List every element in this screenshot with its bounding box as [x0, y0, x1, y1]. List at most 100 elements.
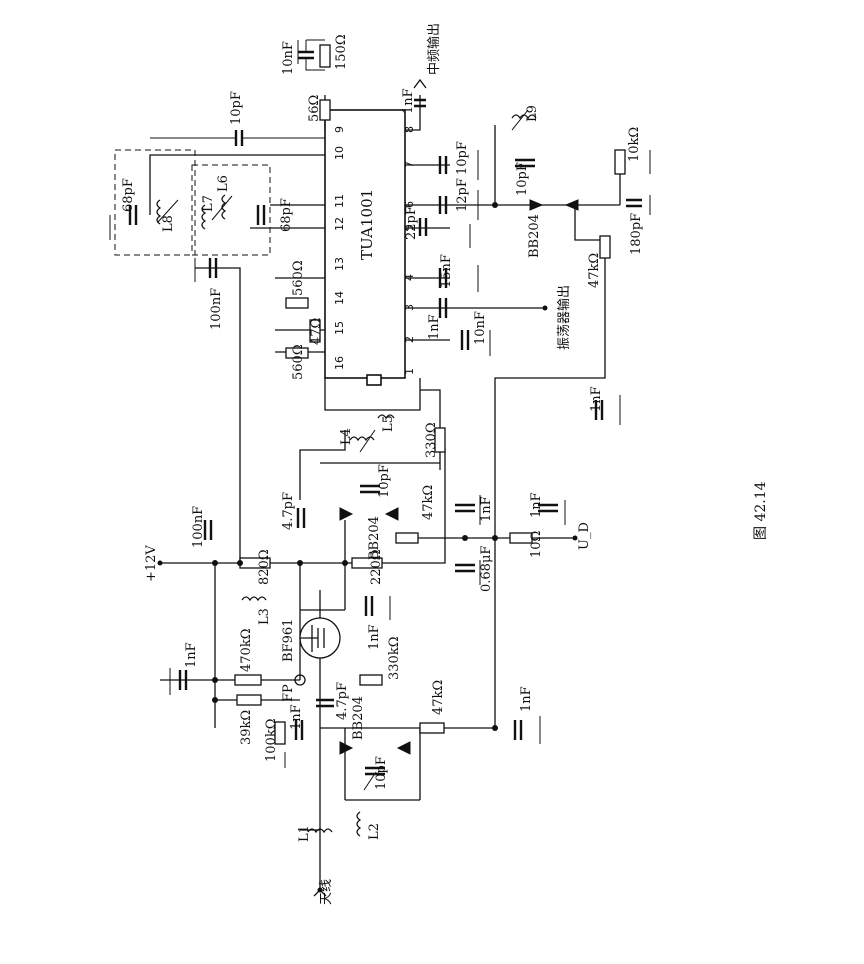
gate-node [294, 674, 306, 686]
ic-pin-1: 1 [403, 368, 416, 375]
resistor-47 [309, 319, 321, 343]
label-r100k: 100kΩ [264, 719, 279, 762]
antenna-arrow [313, 889, 327, 897]
capacitors [128, 39, 642, 776]
resistor-100k [274, 721, 286, 745]
label-l9: L9 [525, 105, 540, 122]
label-c15nF: 15nF [439, 254, 454, 288]
ic-pin-3: 3 [403, 304, 416, 311]
ic-pin-2: 2 [403, 336, 416, 343]
label-r220: 220Ω [369, 549, 384, 585]
ic-pin-8: 8 [403, 126, 416, 133]
label-bb204-mid: BB204 [367, 516, 382, 560]
label-c68pF-b: 68pF [279, 198, 294, 232]
label-c10pF-top: 10pF [229, 91, 244, 125]
label-bb204-osc: BB204 [527, 214, 542, 258]
label-r47k-mid: 47kΩ [421, 485, 436, 520]
label-l6: L6 [216, 175, 231, 192]
shield-box-right [191, 164, 271, 256]
label-r47k-osc: 47kΩ [587, 253, 602, 288]
ic-pin-9: 9 [333, 126, 346, 133]
ic-pin-11: 11 [333, 194, 346, 208]
inductor-l3 [241, 596, 267, 602]
label-c180pF: 180pF [629, 213, 644, 255]
resistor-470k [234, 674, 262, 686]
resistor-220 [351, 557, 383, 569]
resistors [234, 44, 626, 745]
label-r47k-in: 47kΩ [431, 680, 446, 715]
label-r560-b: 560Ω [291, 344, 306, 380]
label-c68pF-a: 68pF [121, 178, 136, 212]
label-c1nF-osc: 1nF [589, 386, 604, 412]
label-c1nF-if: 1nF [401, 88, 416, 114]
inductors [156, 109, 537, 837]
label-c1nF-ud: 1nF [529, 492, 544, 518]
resistor-330k [359, 674, 383, 686]
resistor-47k-in [419, 722, 445, 734]
label-c1nF-left: 1nF [184, 642, 199, 668]
label-c4-7pF-a: 4.7pF [281, 492, 296, 530]
label-c12pF: 12pF [455, 178, 470, 212]
label-c1nF-l3: 1nF [367, 624, 382, 650]
label-l8: L8 [161, 215, 176, 232]
ic-pin-5: 5 [403, 224, 416, 231]
resistor-39k [236, 694, 262, 706]
label-r56: 56Ω [307, 95, 322, 122]
label-supply: +12V [144, 545, 159, 582]
resistor-10k [614, 149, 626, 175]
resistor-150 [319, 44, 331, 68]
label-l5: L5 [381, 415, 396, 432]
label-c10nF-p2: 10nF [473, 311, 488, 345]
label-l1: L1 [297, 825, 312, 842]
label-r39k: 39kΩ [239, 710, 254, 745]
label-c1nF-fp: 1nF [289, 704, 304, 730]
label-l2: L2 [367, 823, 382, 840]
label-ud: U_D [577, 522, 592, 550]
if-output-arrow [413, 78, 427, 89]
label-r10: 10Ω [529, 531, 544, 558]
diode-mid-b [384, 507, 399, 521]
ic-pin-16: 16 [333, 356, 346, 370]
ic-name: TUA1001 [358, 189, 376, 260]
ic-pin-4: 4 [403, 274, 416, 281]
resistor-330 [434, 427, 446, 453]
resistor-10 [509, 532, 533, 544]
label-c4-7pF-b: 4.7pF [335, 682, 350, 720]
label-r10k: 10kΩ [627, 127, 642, 162]
resistor-560-a [285, 297, 309, 309]
diode-in-a [339, 741, 354, 755]
label-l4: L4 [339, 428, 354, 445]
ground-stubs [109, 40, 651, 790]
label-fp: FP [281, 684, 296, 702]
label-r47: 47Ω [309, 318, 324, 345]
resistor-560-b [285, 347, 309, 359]
ic-tua1001: TUA1001 1 2 3 4 5 6 7 8 9 10 11 12 13 14… [324, 109, 416, 386]
inductor-l7 [201, 204, 207, 230]
label-c10pF-p7: 10pF [455, 141, 470, 175]
label-r560-a: 560Ω [291, 260, 306, 296]
transistor-bf961 [299, 617, 341, 659]
inductor-l6 [221, 194, 227, 220]
diode-mid-a [339, 507, 354, 521]
ic-pin-13: 13 [333, 257, 346, 271]
diode-in-b [396, 741, 411, 755]
label-r470k: 470kΩ [239, 629, 254, 672]
label-c10pF-l9: 10pF [515, 162, 530, 196]
label-c100nF-a: 100nF [209, 288, 224, 330]
labels: 10nF 150Ω 56Ω 1nF 中频输出 10pF 10pF 12pF 22… [121, 23, 769, 905]
label-osc-output: 振荡器输出 [556, 285, 572, 350]
label-if-output: 中频输出 [426, 23, 442, 75]
label-c10pF-l2: 10pF [374, 756, 389, 790]
label-bb204-in: BB204 [351, 696, 366, 740]
label-c100nF-b: 100nF [191, 506, 206, 548]
resistor-47k-mid [395, 532, 419, 544]
label-l7: L7 [201, 195, 216, 212]
resistor-47k-osc [599, 235, 611, 259]
label-c0-68uF: 0.68μF [479, 546, 494, 592]
ic-pin-15: 15 [333, 321, 346, 335]
ic-pin-6: 6 [403, 201, 416, 208]
diode-osc-a [529, 199, 544, 211]
label-c22pF: 22pF [404, 206, 419, 240]
label-r820: 820Ω [257, 549, 272, 585]
